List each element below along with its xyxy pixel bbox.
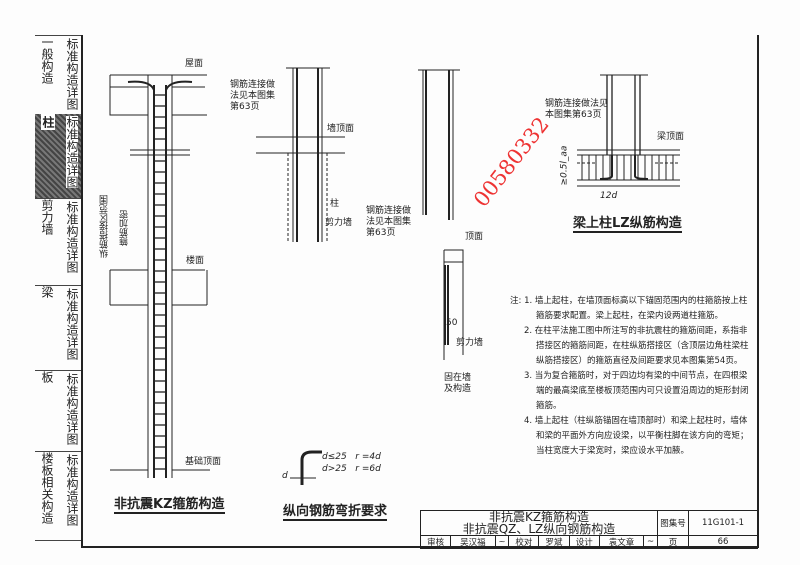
sidebar-item-sub: 标准构造详图	[65, 38, 79, 110]
caption-bend: 纵向钢筋弯折要求	[283, 500, 388, 521]
label-shear-wall: 剪力墙	[325, 218, 353, 228]
sidebar-item-sub: 标准构造详图	[65, 454, 79, 526]
label-connection-note: 钢筋连接做 法见本图集 第63页	[230, 80, 276, 112]
sidebar-item-slab[interactable]: 板标准构造详图	[35, 371, 82, 452]
title-line-1: 非抗震KZ箍筋构造	[488, 510, 590, 524]
beam-stirrups	[581, 155, 674, 180]
label-dense-zone: 箍筋加密	[120, 210, 130, 246]
title-cell: 非抗震KZ箍筋构造非抗震QZ、LZ纵向钢筋构造	[420, 510, 658, 536]
bend-rebar	[300, 450, 322, 485]
atlas-number: 11G101-1	[688, 510, 758, 536]
label-column: 柱	[330, 199, 340, 209]
reviewer-name: 吴汉福	[450, 535, 496, 549]
checker-name: 罗斌	[538, 535, 570, 549]
sidebar-item-beam[interactable]: 梁标准构造详图	[35, 286, 82, 371]
label-beam-top: 梁顶面	[657, 132, 685, 142]
label-dim-12d: 12d	[600, 191, 618, 201]
label-foundation: 基础顶面	[185, 457, 222, 467]
page-number: 66	[688, 535, 758, 549]
label-shear-wall-2: 剪力墙	[456, 338, 484, 348]
title-line-2: 非抗震QZ、LZ纵向钢筋构造	[462, 522, 616, 536]
sidebar-item-slab-related[interactable]: 楼板相关构造标准构造详图	[35, 452, 82, 541]
note-item: 2. 在柱平法施工图中所注写的非抗震柱的箍筋间距，系指非搭接区的箍筋间距，在柱纵…	[524, 326, 749, 366]
label-bend-rule-1: d≤25 r =4d	[322, 452, 381, 462]
sidebar-item-sub: 标准构造详图	[65, 201, 79, 273]
page-label: 页	[657, 535, 689, 549]
label-connection-note-2: 钢筋连接做 法见本图集 第63页	[366, 206, 412, 238]
sidebar-item-label: 柱	[41, 114, 55, 130]
atlas-label: 图集号	[657, 510, 689, 536]
notes: 注: 1. 墙上起柱，在墙顶面标高以下锚固范围内的柱箍筋按上柱箍筋要求配置。梁上…	[510, 294, 750, 459]
design-label: 设计	[568, 535, 600, 549]
kz-column-drawing	[109, 74, 210, 478]
label-dim-anchor: ≥0.5l_aa	[559, 145, 570, 186]
sidebar-item-label: 一般构造	[40, 36, 54, 84]
sidebar-item-sub: 标准构造详图	[65, 373, 79, 445]
stirrups	[154, 94, 166, 470]
label-roof: 屋面	[185, 59, 204, 69]
sidebar-item-label: 楼板相关构造	[40, 452, 54, 524]
sidebar-item-sub: 标准构造详图	[65, 116, 79, 188]
note-item: 4. 墙上起柱（柱纵筋锚固在墙顶部时）和梁上起柱时，墙体和梁的平面外方向应设梁，…	[524, 416, 749, 456]
sidebar-item-sub: 标准构造详图	[65, 288, 79, 360]
label-floor: 楼面	[186, 256, 205, 266]
designer-name: 袁文章	[598, 535, 645, 549]
lz-beam-drawing	[577, 74, 680, 187]
review-label: 审核	[419, 535, 452, 549]
label-dim-50: 50	[446, 318, 458, 328]
label-lap-zone: 纵筋搭接区范围	[100, 195, 110, 258]
label-d: d	[282, 471, 288, 481]
title-block: 非抗震KZ箍筋构造非抗震QZ、LZ纵向钢筋构造 图集号 11G101-1 审核 …	[419, 510, 758, 549]
sidebar-item-column[interactable]: 柱标准构造详图	[35, 114, 82, 199]
sidebar-item-general[interactable]: 一般构造标准构造详图	[35, 35, 82, 115]
wall-column-drawing-2	[418, 69, 464, 360]
note-item: 注: 1. 墙上起柱，在墙顶面标高以下锚固范围内的柱箍筋按上柱箍筋要求配置。梁上…	[510, 296, 748, 321]
sidebar-item-label: 板	[40, 371, 54, 383]
sidebar-item-label: 剪力墙	[40, 199, 54, 235]
label-connection-note-3: 钢筋连接做法见 本图集第63页	[545, 99, 609, 120]
sidebar-item-label: 梁	[40, 286, 54, 298]
caption-lz: 梁上柱LZ纵筋构造	[573, 212, 682, 233]
wall-column-drawing	[256, 67, 345, 242]
label-wall-top: 墙顶面	[327, 124, 355, 134]
designer-signature: ~	[643, 535, 658, 549]
reviewer-signature: ~	[494, 535, 510, 549]
label-bend-rule-2: d>25 r =6d	[322, 464, 381, 474]
caption-kz: 非抗震KZ箍筋构造	[114, 493, 225, 514]
label-top: 顶面	[465, 232, 484, 242]
caption-partial: 固在墙 及构造	[444, 373, 472, 394]
note-item: 3. 当为复合箍筋时，对于四边均有梁的中间节点，在四根梁端的最高梁底至楼板顶范围…	[524, 371, 749, 411]
check-label: 校对	[508, 535, 540, 549]
sidebar-item-shear-wall[interactable]: 剪力墙标准构造详图	[35, 199, 82, 286]
